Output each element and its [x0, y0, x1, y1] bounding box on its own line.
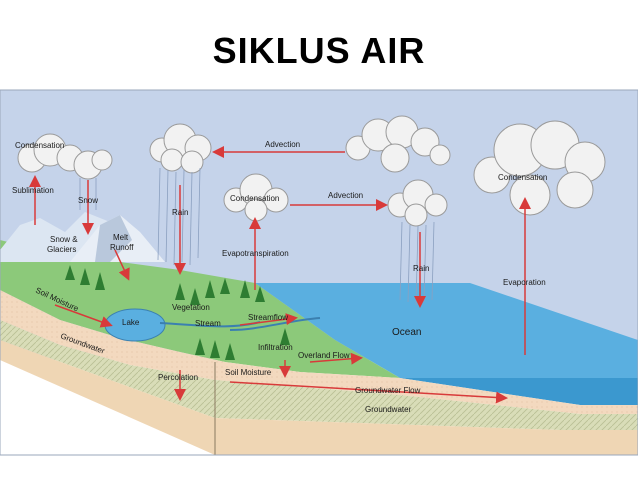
label-percolation: Percolation — [158, 373, 198, 382]
label-snow: Snow — [78, 196, 98, 205]
label-rain-left: Rain — [172, 208, 188, 217]
label-condensation-left: Condensation — [15, 141, 64, 150]
label-overland-flow: Overland Flow — [298, 351, 350, 360]
label-condensation-right: Condensation — [498, 173, 547, 182]
label-rain-right: Rain — [413, 264, 429, 273]
label-streamflow: Streamflow — [248, 313, 288, 322]
label-evapotranspiration: Evapotranspiration — [222, 249, 289, 258]
label-advection-top: Advection — [265, 140, 300, 149]
label-lake: Lake — [122, 318, 140, 327]
label-advection-mid: Advection — [328, 191, 363, 200]
label-condensation-mid: Condensation — [230, 194, 279, 203]
label-evaporation: Evaporation — [503, 278, 546, 287]
label-melt-runoff-2: Runoff — [110, 243, 134, 252]
label-vegetation: Vegetation — [172, 303, 210, 312]
label-snow-glaciers-2: Glaciers — [47, 245, 76, 254]
label-groundwater-bottom: Groundwater — [365, 405, 412, 414]
label-sublimation: Sublimation — [12, 186, 54, 195]
label-stream: Stream — [195, 319, 221, 328]
label-snow-glaciers-1: Snow & — [50, 235, 78, 244]
label-soil-moisture-mid: Soil Moisture — [225, 368, 272, 377]
label-melt-runoff-1: Melt — [113, 233, 129, 242]
label-infiltration: Infiltration — [258, 343, 293, 352]
label-groundwater-flow: Groundwater Flow — [355, 386, 421, 395]
label-ocean: Ocean — [392, 327, 421, 338]
